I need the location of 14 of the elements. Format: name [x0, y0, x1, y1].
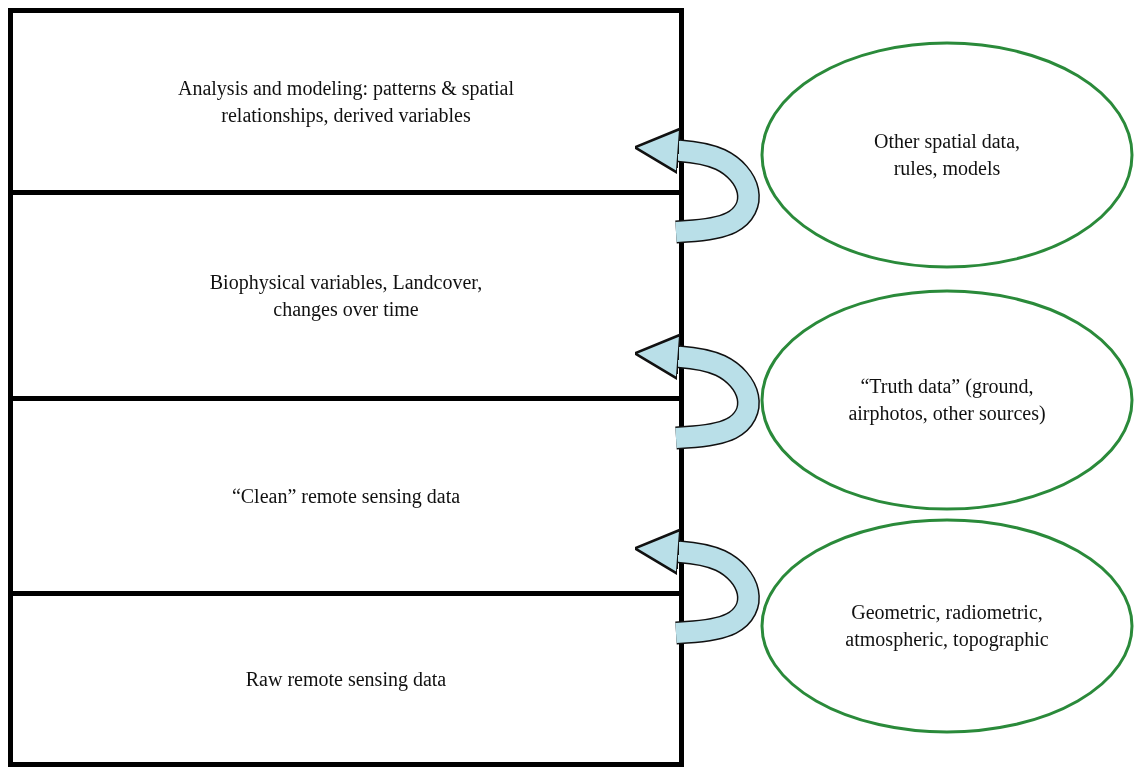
ellipse-node: [760, 41, 1134, 269]
ellipse-node: [760, 518, 1134, 734]
node-text: “Truth data” (ground, airphotos, other sources): [847, 374, 1047, 427]
process-box: [8, 591, 684, 767]
node-text: Raw remote sensing data: [245, 666, 447, 693]
process-box: [8, 190, 684, 396]
node-text: “Clean” remote sensing data: [231, 483, 461, 510]
node-text: Analysis and modeling: patterns & spatial relationships, derived variables: [176, 75, 516, 129]
node-text: Geometric, radiometric, atmospheric, topographic: [844, 600, 1050, 653]
node-text: Biophysical variables, Landcover, changes over time: [208, 269, 484, 323]
process-box: [8, 396, 684, 591]
process-box: [8, 8, 684, 190]
ellipse-node: [760, 289, 1134, 511]
node-text: Other spatial data, rules, models: [872, 129, 1022, 181]
